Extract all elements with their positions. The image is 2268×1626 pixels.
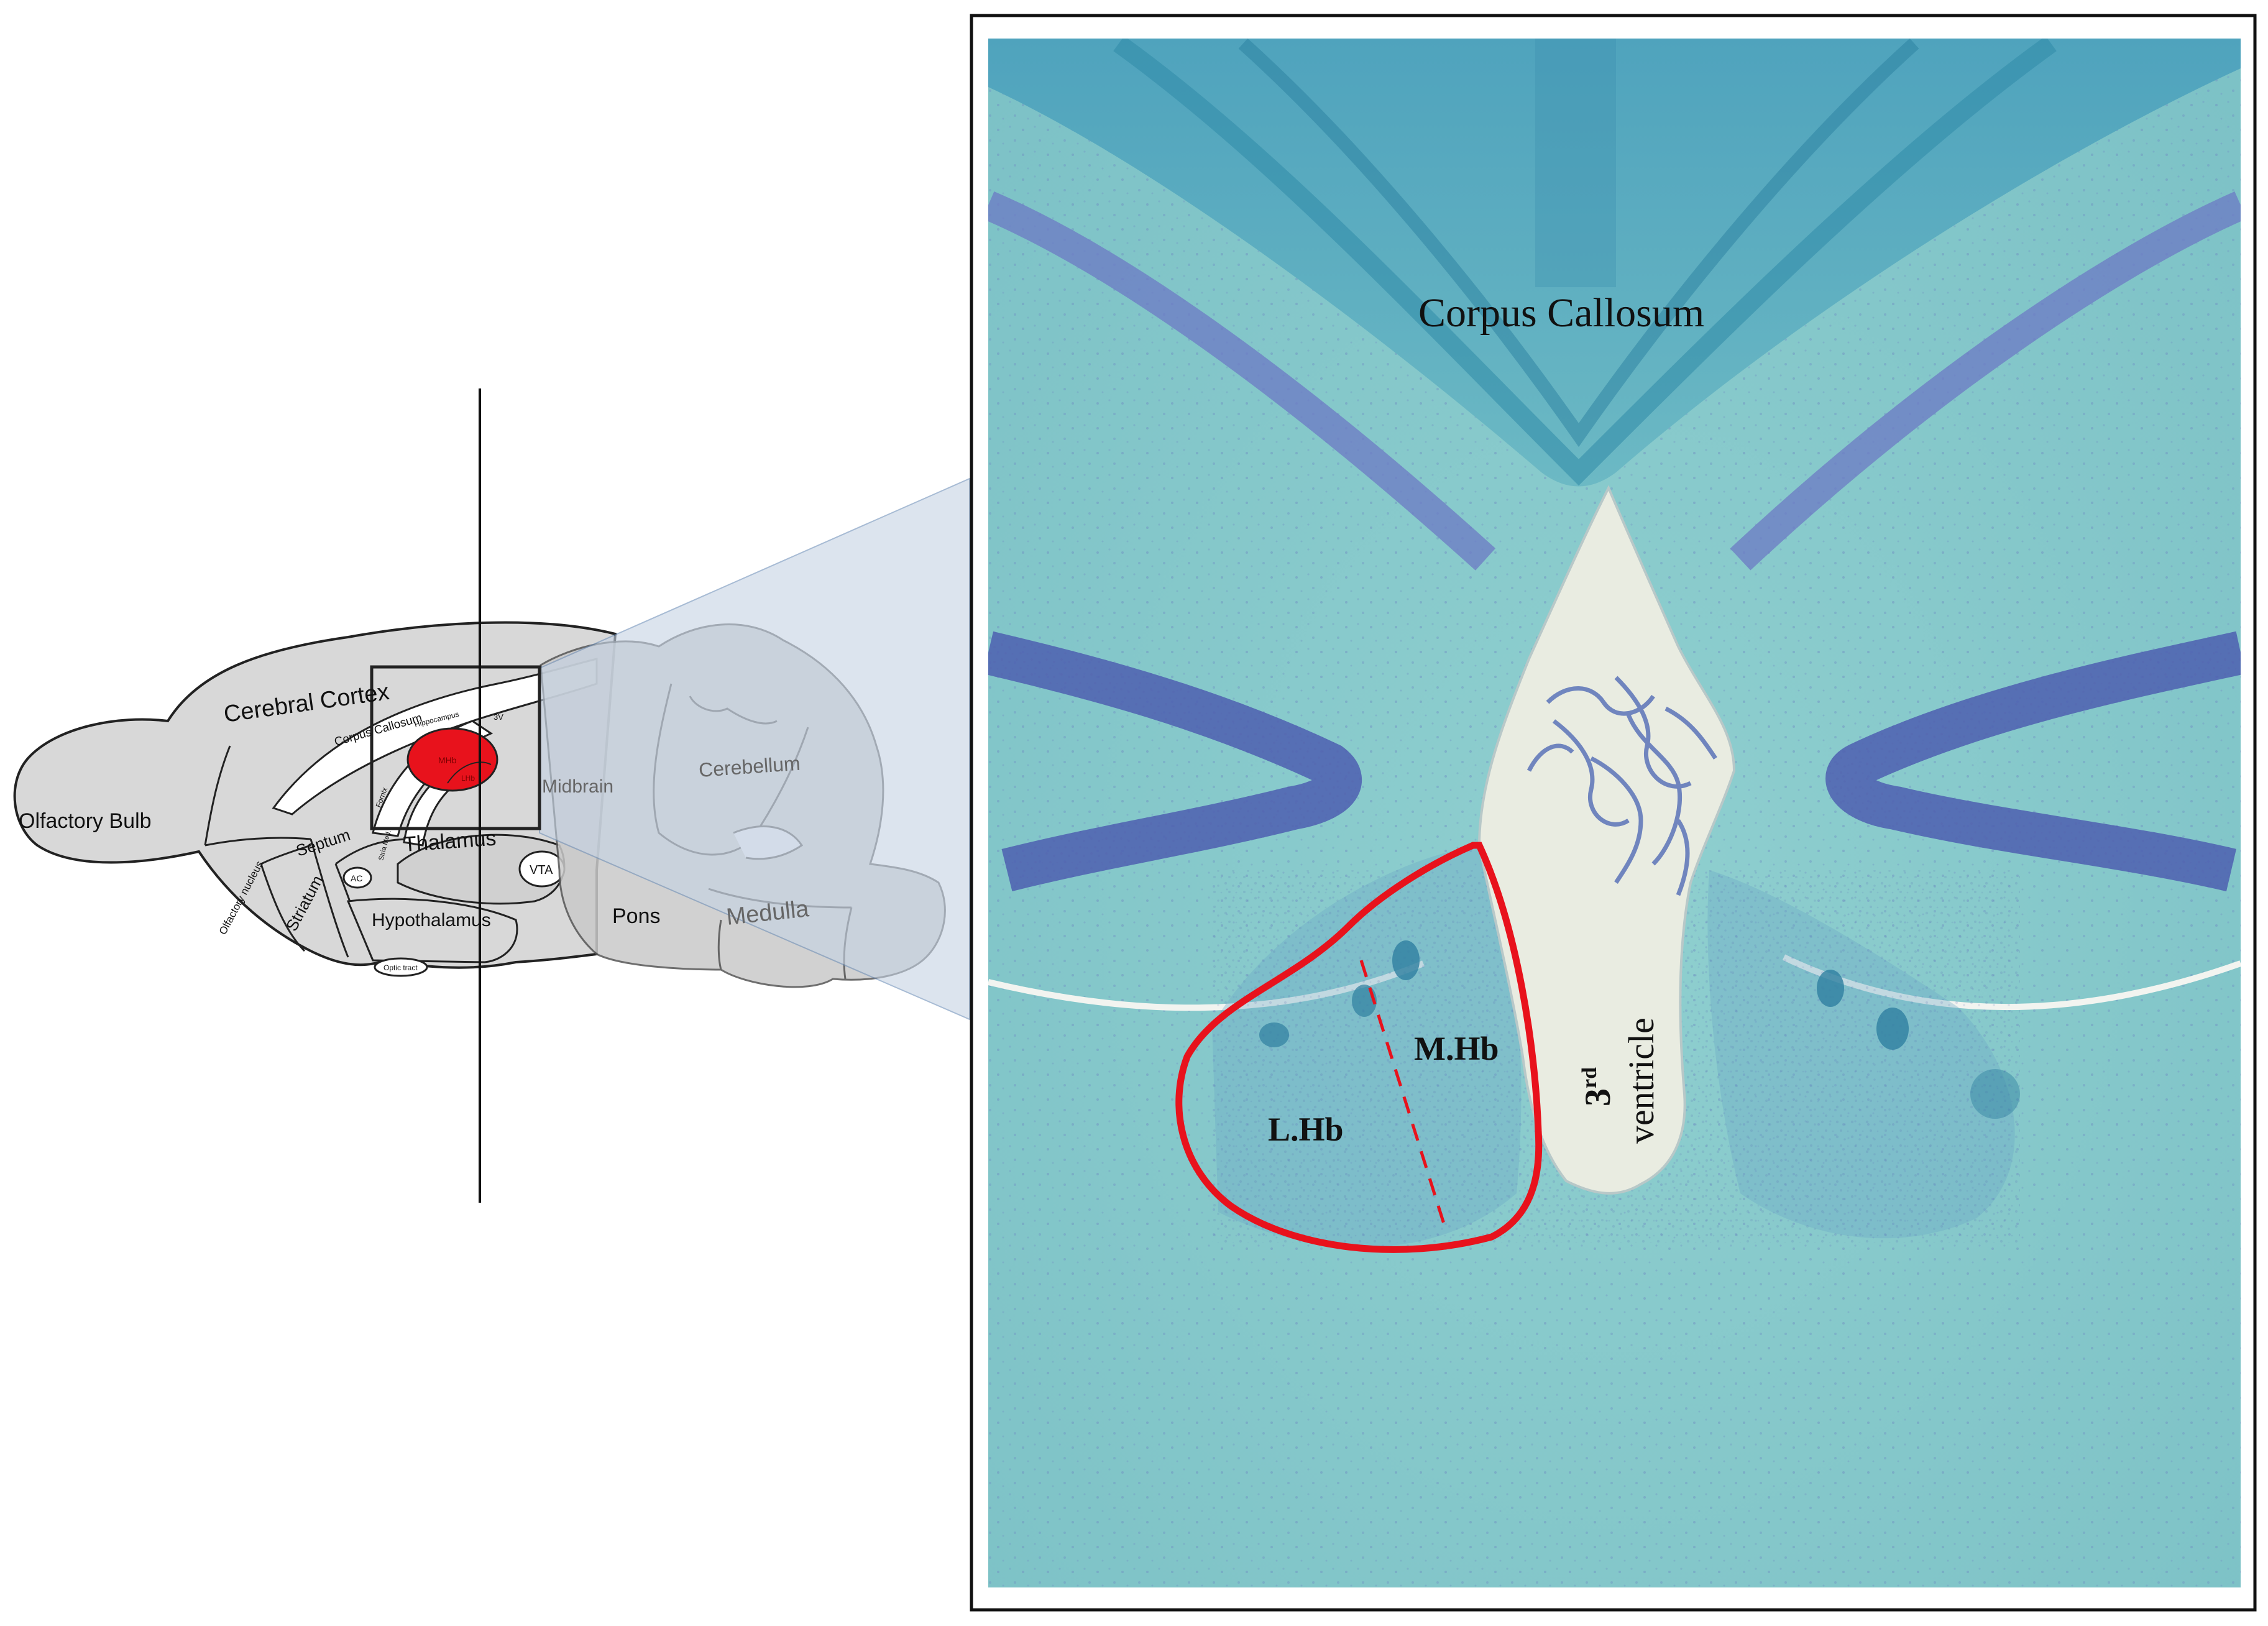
label-mhb: MHb <box>438 755 457 765</box>
habenula-outline <box>1175 842 1543 1253</box>
label-lhb: LHb <box>461 774 475 783</box>
ventricle-number: 3 <box>1577 1088 1618 1106</box>
ventricle-word: ventricle <box>1621 1017 1661 1144</box>
inset-rectangle <box>370 665 541 830</box>
label-vta: VTA <box>530 863 553 877</box>
habenula-divider <box>1359 960 1447 1228</box>
micro-label-mhb: M.Hb <box>1414 1030 1499 1067</box>
choroid-plexus <box>1527 676 1717 896</box>
label-optic-tract: Optic tract <box>383 963 418 972</box>
label-midbrain: Midbrain <box>542 776 613 797</box>
sagittal-diagram: Olfactory Bulb Cerebral Cortex Corpus Ca… <box>13 388 970 1203</box>
micro-label-corpus-callosum: Corpus Callosum <box>1418 290 1704 336</box>
hippocampal-layer-left-upper <box>988 191 1496 571</box>
label-ac: AC <box>351 873 362 883</box>
svg-text:3rd: 3rd <box>1577 1067 1618 1106</box>
label-pons: Pons <box>612 904 661 928</box>
third-ventricle <box>1477 485 1736 1195</box>
micro-label-3rd-ventricle: 3rd ventricle <box>1577 1017 1661 1144</box>
label-3v: 3V <box>494 712 503 722</box>
label-hypothalamus: Hypothalamus <box>372 910 491 930</box>
ventricle-superscript: rd <box>1578 1067 1601 1088</box>
hippocampal-layer-right-upper <box>1730 191 2241 571</box>
optic-tract-oval <box>374 957 428 977</box>
ac-oval <box>342 866 372 889</box>
habenula-oval <box>406 727 498 792</box>
micro-label-lhb: L.Hb <box>1268 1111 1344 1148</box>
micrograph-panel: Corpus Callosum M.Hb L.Hb 3rd ventricle <box>970 14 2257 1612</box>
label-olfactory-bulb: Olfactory Bulb <box>19 809 152 833</box>
